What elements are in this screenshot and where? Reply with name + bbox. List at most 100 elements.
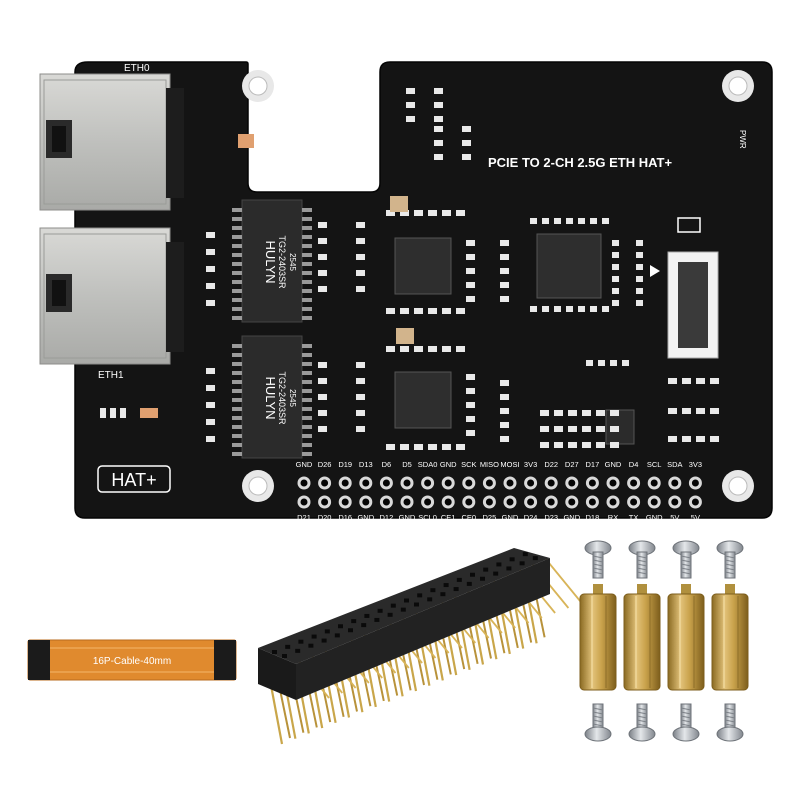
gpio-pin-label: SDA0 [418, 460, 438, 469]
transformer-pin [302, 208, 312, 212]
smd-component [386, 308, 395, 314]
transformer-part: TG2-2403SR [277, 235, 287, 289]
smd-component [466, 402, 475, 408]
mounting-hole [722, 470, 754, 502]
transformer-pin [232, 217, 242, 221]
smd-component [602, 306, 609, 312]
transformer-pin [302, 407, 312, 411]
transformer-pin [232, 434, 242, 438]
header-socket [430, 588, 436, 593]
transformer-pin [302, 362, 312, 366]
smd-component [568, 426, 577, 432]
gpio-hole-center [506, 498, 514, 506]
gpio-pin-label: GND [502, 513, 519, 522]
fpc-cable: 16P-Cable-40mm [27, 639, 237, 681]
gpio-hole-center [403, 498, 411, 506]
smd-component [578, 306, 585, 312]
smd-component [582, 426, 591, 432]
header-socket [414, 602, 419, 607]
eth0-label: ETH0 [124, 63, 150, 74]
transformer-pin [302, 244, 312, 248]
smd-component [456, 444, 465, 450]
gpio-hole-center [382, 498, 390, 506]
transformer-pin [302, 316, 312, 320]
smd-component [462, 154, 471, 160]
transformer-pin [302, 253, 312, 257]
smd-component [590, 218, 597, 224]
gpio-header-holes [297, 476, 702, 509]
rj45-port-eth1 [39, 227, 184, 365]
smd-component [542, 306, 549, 312]
gpio-pin-label: MISO [480, 460, 499, 469]
gpio-hole-center [527, 479, 535, 487]
screw [716, 703, 744, 742]
gpio-pin-label: GND [357, 513, 374, 522]
header-socket [453, 587, 459, 592]
gpio-hole-center [671, 479, 679, 487]
header-socket [493, 571, 499, 576]
gpio-hole-center [300, 479, 308, 487]
header-socket [440, 592, 446, 597]
smd-component [206, 283, 215, 289]
smd-component [530, 218, 537, 224]
smd-component [414, 308, 423, 314]
smd-component [636, 252, 643, 258]
gpio-hole-center [424, 479, 432, 487]
header-socket [338, 624, 343, 629]
smd-component [442, 444, 451, 450]
smd-component [396, 328, 414, 344]
transformer-pin [232, 307, 242, 311]
smd-component [110, 408, 116, 418]
smd-component [596, 410, 605, 416]
gpio-hole-center [547, 498, 555, 506]
header-socket [509, 557, 515, 562]
transformer-pin [232, 271, 242, 275]
screw [584, 540, 612, 579]
smd-component [414, 444, 423, 450]
smd-component [456, 210, 465, 216]
transformer-pin [302, 280, 312, 284]
transformer-pin [232, 244, 242, 248]
hat-board: ETH0 ETH1 HULYN TG2-2403SR 2545 HULYN TG… [39, 61, 773, 522]
smd-component [428, 308, 437, 314]
gpio-hole-center [444, 479, 452, 487]
smd-component [682, 436, 691, 442]
gpio-hole-center [506, 479, 514, 487]
header-socket [390, 603, 396, 608]
smd-component [540, 410, 549, 416]
smd-component [462, 126, 471, 132]
smd-component [682, 408, 691, 414]
transformer-pin [302, 262, 312, 266]
header-socket [374, 617, 380, 622]
hat-plus-text: HAT+ [111, 470, 156, 490]
transformer-pin [302, 217, 312, 221]
transformer-pin [232, 425, 242, 429]
gpio-hole-center [485, 498, 493, 506]
gpio-pin-label: D16 [338, 513, 352, 522]
brass-standoff [667, 584, 705, 691]
smd-component [466, 374, 475, 380]
gpio-pin-label: SCK [461, 460, 476, 469]
hat-plus-badge: HAT+ [97, 465, 171, 493]
transformer-bottom: HULYN TG2-2403SR 2545 [241, 335, 303, 459]
gpio-pin-label: D19 [338, 460, 352, 469]
header-socket [496, 562, 502, 567]
transformer-pin [232, 298, 242, 302]
smd-component [414, 210, 423, 216]
gpio-hole-center [630, 479, 638, 487]
transformer-pin [232, 235, 242, 239]
header-socket [522, 552, 528, 557]
header-socket [295, 648, 301, 653]
smd-component [238, 134, 254, 148]
smd-component [356, 394, 365, 400]
transformer-pin [302, 425, 312, 429]
gpio-pin-label: 3V3 [689, 460, 702, 469]
smd-component [500, 254, 509, 260]
transformer-pin [302, 271, 312, 275]
transformer-pin [302, 434, 312, 438]
gpio-hole-center [382, 479, 390, 487]
smd-component [710, 408, 719, 414]
transformer-pin [232, 380, 242, 384]
smd-component [668, 436, 677, 442]
